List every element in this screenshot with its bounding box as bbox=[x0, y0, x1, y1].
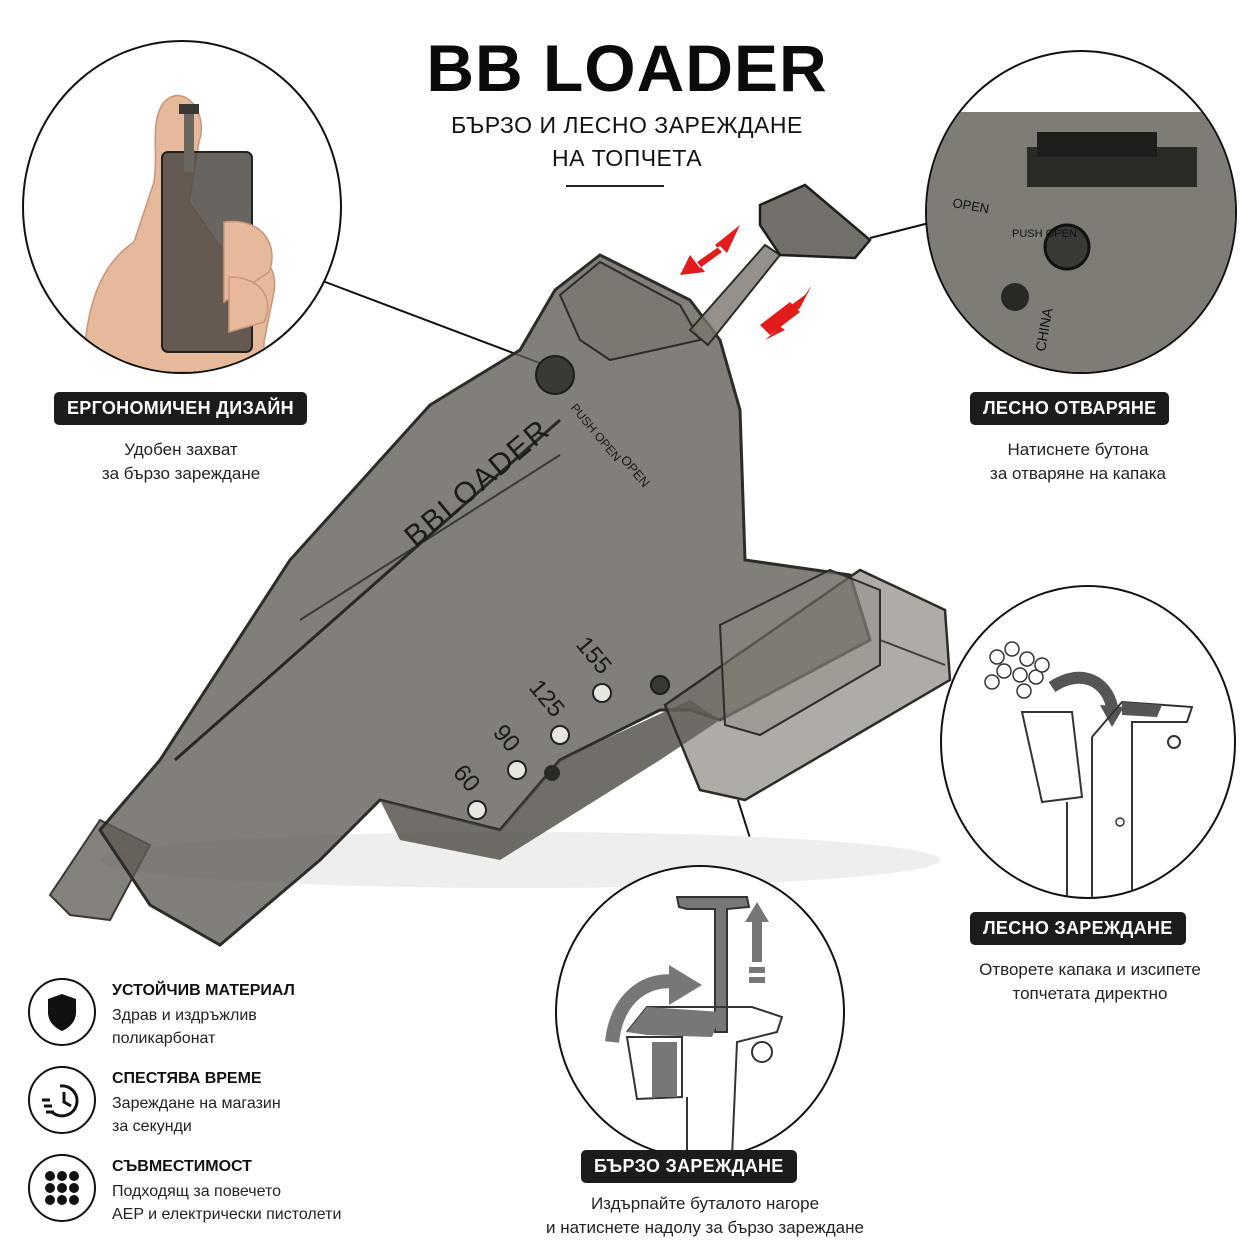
shield-icon bbox=[48, 994, 76, 1031]
badge-loading: ЛЕСНО ЗАРЕЖДАНЕ bbox=[970, 912, 1186, 945]
feature-item: СПЕСТЯВА ВРЕМЕ Зареждане на магазин за с… bbox=[28, 1066, 468, 1154]
plunger bbox=[688, 183, 872, 347]
badge-ergonomic: ЕРГОНОМИЧЕН ДИЗАЙН bbox=[54, 392, 307, 425]
push-open-closeup: OPEN PUSH OPEN CHINA bbox=[927, 112, 1235, 372]
feature-icon-circle bbox=[28, 1154, 96, 1222]
closeup-origin-marking: CHINA bbox=[1032, 306, 1055, 352]
badge-fast: БЪРЗО ЗАРЕЖДАНЕ bbox=[581, 1150, 797, 1183]
feature-title: УСТОЙЧИВ МАТЕРИАЛ bbox=[112, 982, 295, 999]
side-button bbox=[535, 355, 575, 395]
desc-ergonomic-line-1: Удобен захват bbox=[124, 440, 238, 459]
curved-arrow-icon bbox=[1048, 671, 1118, 709]
feature-title: СЪВМЕСТИМОСТ bbox=[112, 1158, 252, 1175]
desc-loading-line-2: топчетата директно bbox=[1012, 984, 1168, 1003]
push-arrow-icon bbox=[605, 974, 679, 1044]
callout-circle-fast bbox=[555, 865, 845, 1159]
feature-text-line-1: Подходящ за повечето bbox=[112, 1183, 282, 1200]
plunger-action-illustration bbox=[605, 896, 784, 1157]
closeup-open-marking: OPEN bbox=[951, 195, 990, 216]
desc-open: Натиснете бутона за отваряне на капака bbox=[935, 438, 1221, 486]
desc-ergonomic-line-2: за бързо зареждане bbox=[101, 464, 261, 483]
feature-text-line-1: Зареждане на магазин bbox=[112, 1095, 281, 1112]
connector-line-ergonomic bbox=[319, 279, 546, 366]
title-divider bbox=[566, 185, 664, 187]
desc-fast-line-1: Издърпайте буталото нагоре bbox=[590, 1194, 820, 1213]
loader-body bbox=[98, 253, 952, 947]
features-list: УСТОЙЧИВ МАТЕРИАЛ Здрав и издръжлив поли… bbox=[28, 978, 468, 1242]
callout-circle-loading bbox=[940, 585, 1236, 899]
callout-circle-open: OPEN PUSH OPEN CHINA bbox=[925, 50, 1237, 374]
feature-item: СЪВМЕСТИМОСТ Подходящ за повечето AEP и … bbox=[28, 1154, 468, 1242]
feature-text-line-1: Здрав и издръжлив bbox=[112, 1007, 257, 1024]
dots-grid-icon bbox=[45, 1171, 79, 1205]
subtitle-line-1: БЪРЗО И ЛЕСНО ЗАРЕЖДАНЕ bbox=[451, 112, 803, 138]
desc-loading-line-1: Отворете капака и изсипете bbox=[979, 960, 1201, 979]
desc-open-line-1: Натиснете бутона bbox=[1007, 440, 1149, 459]
desc-loading: Отворете капака и изсипете топчетата дир… bbox=[935, 958, 1245, 1006]
feature-text-line-2: за секунди bbox=[112, 1118, 192, 1135]
feature-icon-circle bbox=[28, 1066, 96, 1134]
callout-circle-ergonomic bbox=[22, 40, 342, 374]
closeup-push-open-marking: PUSH OPEN bbox=[1012, 228, 1077, 240]
pour-bbs-illustration bbox=[984, 641, 1194, 897]
bb-pellets bbox=[984, 641, 1050, 699]
feature-text-line-2: AEP и електрически пистолети bbox=[112, 1206, 342, 1223]
clock-speed-icon bbox=[42, 1084, 79, 1118]
hand-grip-illustration bbox=[83, 94, 276, 372]
red-arrow-down-icon bbox=[680, 225, 740, 275]
desc-open-line-2: за отваряне на капака bbox=[990, 464, 1166, 483]
feature-text-line-2: поликарбонат bbox=[112, 1030, 216, 1047]
red-arrow-up-icon bbox=[760, 285, 812, 340]
feature-title: СПЕСТЯВА ВРЕМЕ bbox=[112, 1070, 262, 1087]
subtitle-line-2: НА ТОПЧЕТА bbox=[551, 145, 703, 171]
desc-fast: Издърпайте буталото нагоре и натиснете н… bbox=[505, 1192, 905, 1240]
page-title: BB LOADER bbox=[426, 31, 828, 105]
feature-item: УСТОЙЧИВ МАТЕРИАЛ Здрав и издръжлив поли… bbox=[28, 978, 468, 1066]
feature-icon-circle bbox=[28, 978, 96, 1046]
desc-fast-line-2: и натиснете надолу за бързо зареждане bbox=[546, 1218, 864, 1237]
badge-open: ЛЕСНО ОТВАРЯНЕ bbox=[970, 392, 1170, 425]
desc-ergonomic: Удобен захват за бързо зареждане bbox=[40, 438, 322, 486]
pull-up-arrow-icon bbox=[745, 902, 769, 962]
